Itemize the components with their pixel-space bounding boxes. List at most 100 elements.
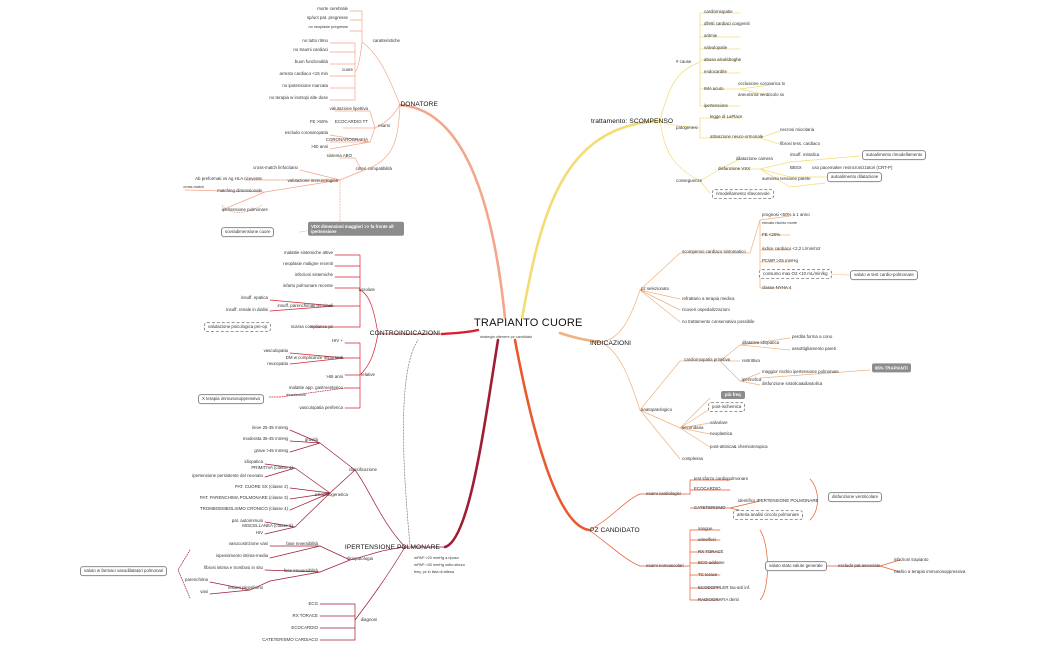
node-post-ischemica: post-ischemica (708, 402, 746, 412)
node-causa-item: ipertensione (704, 103, 728, 108)
node-criteri-item: Ab preformati vs Ag HLA ricevente (195, 176, 262, 181)
node-fase-rev-item: vasocostrizione vasi (228, 541, 268, 546)
node-relative-item: vasculopatia periferica (299, 405, 343, 410)
node-arteria-circolo: arteria analisi circolo polmonare (733, 510, 803, 520)
node-nonvasc-item: ECO addome (698, 560, 725, 565)
root-title: TRAPIANTO CUORE (474, 317, 583, 329)
branch-ipertensione-polmonare: IPERTENSIONE POLMONARE (344, 544, 440, 551)
node-iper-item: maggior rischio ipertensione polmonare (762, 369, 839, 374)
node-assolute-item: malattie sistemiche attive (283, 250, 333, 255)
node-eziopatogenetica: eziopatogenetica (314, 492, 348, 497)
node-fase-rev-item: ispessimento intima-media (216, 553, 268, 558)
node-relative-item: diverticolosi (286, 393, 306, 397)
node-restrittiva: restrittiva (742, 358, 760, 363)
node-classe: PAT. CUORE SX (classe 2) (234, 484, 288, 489)
node-esami-item: CORONAROGRAFIA (325, 137, 368, 142)
node-assolute-item: infezioni sistemiche (294, 272, 333, 277)
node-disfunzione-ventricolare: disfunzione ventricolare (828, 492, 883, 502)
node-pacemaker: uso pacemaker resincronizzatori (CRT-P) (812, 165, 893, 170)
node-assolute-item: insuff. epatica (240, 295, 268, 300)
node-ipertrofica: ipertrofica (742, 377, 762, 382)
node-pato-item: legge di LaPlace (710, 114, 743, 119)
node-nonvasc-item: sangue (698, 526, 713, 531)
node-terapia-immunosoppressiva: X terapia immunosoppressiva (198, 394, 264, 404)
node-cuore-item: no ipotensione marcata (282, 83, 328, 88)
node-diagnosi-item: RX TORACE (292, 613, 318, 618)
node-pz-item: ricoveri ospedalizzazioni (682, 307, 730, 312)
node-relative-item: HIV + (331, 338, 343, 343)
node-nonvasc-item: TC torace (698, 572, 718, 577)
node-anatopatologico: anatopatologico (641, 407, 673, 412)
branch-controindicazioni: CONTROINDICAZIONI (369, 330, 440, 337)
node-car-item: sp/uct pat. pregresse (306, 15, 348, 20)
node-piu-freq: più freq (721, 391, 745, 399)
node-nonvasc-item: urine/feci (698, 537, 716, 542)
node-cuore-item: no tutto ritmo (302, 38, 328, 43)
node-primitiva-item: idiopatica (244, 459, 263, 464)
note-freq: freq. pz in lista di attesa (414, 570, 454, 574)
node-rimodellamento-sfavorevole: rimodellamento sfavorevole (712, 189, 774, 199)
node-fase-irr-item: vasi (200, 589, 208, 594)
node-secondaria: secondaria (682, 425, 704, 430)
node-nonvasc-item: RX TORACE (698, 549, 724, 554)
node-criteri-item: valutazione immunologica (287, 178, 338, 183)
node-cause: # cause (676, 59, 692, 64)
branch-indicazioni: INDICAZIONI (590, 340, 632, 347)
node-cuore-item: no traumi cardiaci (293, 47, 328, 52)
node-esami-item: >50 anni (311, 144, 328, 149)
node-diagnosi-item: ECG (308, 601, 318, 606)
node-cuore-item: buon funzionalità (294, 59, 328, 64)
node-patogenesi: patogenesi (676, 125, 698, 130)
node-esc-item: infezioni trapianto (894, 557, 929, 562)
node-aumento-tensione: aumento tensione parete (762, 176, 811, 181)
node-esami-item: valutazione lipettiva (329, 106, 368, 111)
node-scomp-item: FE <20% (762, 232, 781, 237)
node-ima-item: aneurisma ventricolo sx (738, 92, 785, 97)
node-classe: MISCELLANEA (classe 5) (242, 523, 293, 528)
node-card-item: CATETERISMO (694, 505, 726, 510)
node-criteri-item: matching dimensionale (217, 188, 262, 193)
node-car-item: no neoplasie pregresse (308, 25, 348, 29)
node-assolute-item: insuff. renale in dialisi (226, 307, 268, 312)
node-cuore-item: arresto cardiaco <15 min (279, 71, 328, 76)
node-causa-item: aritmie (704, 33, 718, 38)
node-misc-item: HIV (255, 530, 263, 535)
node-assolute: assolute (358, 287, 375, 292)
node-scomp-item: prognosi <50% a 1 anno (762, 212, 810, 217)
node-relative-item: vasculopatia (263, 348, 288, 353)
node-cardiomiopatia-primitiva: cardiomiopatia primitiva (684, 357, 731, 362)
node-causa-item: IMA acuto (704, 86, 724, 91)
node-assolute-item: neoplasie maligne recenti (283, 261, 333, 266)
node-pz-selezionato: pz selezionato (641, 286, 670, 291)
node-esami-item: FE >50% (309, 119, 328, 124)
node-fase-irr-item: parenchima (185, 577, 208, 582)
node-gravita-item: grave >45 mmHg (254, 448, 288, 453)
node-causa-item: endocardite (704, 69, 727, 74)
node-gravita: gravità (304, 437, 318, 442)
node-caratteristiche: caratteristiche (372, 38, 400, 43)
node-dilatativa: dilatativa idiopatica (742, 340, 780, 345)
node-iper-item: disfunzione sistolica&diastolica (762, 381, 823, 386)
node-pz-item: no trattamento conservativo possibile (682, 319, 755, 324)
node-scomp-item: PCWP >25 mmHg (762, 258, 798, 263)
node-sec-item: post-attinica& chemioterapica (710, 444, 768, 449)
node-cuore-item: no terapia w inotropi alte dose (269, 95, 328, 100)
node-scomp-item: classe NYHA 4 (762, 285, 792, 290)
node-disfunzione-vsx: disfunzione VSX (718, 166, 751, 171)
node-esami-item: escludo coronaropatia (284, 130, 328, 135)
node-esami-nonvascolari: esami nonvascolari (646, 563, 684, 568)
node-consumo-o2: consumo max O2 <10 mL/min/kg (759, 269, 832, 279)
node-diagnosi-item: CATETERISMO CARDIACO (262, 637, 318, 642)
node-classe: TROMBOEMBOLISMO CRONICO (classe 4) (199, 506, 288, 511)
node-criteri-item: cross-match (183, 185, 204, 189)
node-cuore: cuore (342, 67, 353, 72)
node-fase-irr-item: fibrosi intima e trombosi in situ (203, 565, 263, 570)
note-vdx: VDX dimensioni maggiori >> fa fronte all… (308, 221, 404, 237)
node-pz-item: refrattario a terapia medica (682, 296, 735, 301)
node-scompenso-sintomatico: scompenso cardiaco sintomatico (682, 249, 746, 254)
node-diagnosi: diagnosi (360, 617, 377, 622)
node-dilatazione-camera: dilatazione camera (736, 156, 773, 161)
root-subtitle: strategia ottenere pz candidato (480, 335, 533, 339)
node-scomp-item: elevato rischio morte (762, 221, 798, 225)
node-sovradimensione: sovradimensione cuore (221, 227, 275, 237)
